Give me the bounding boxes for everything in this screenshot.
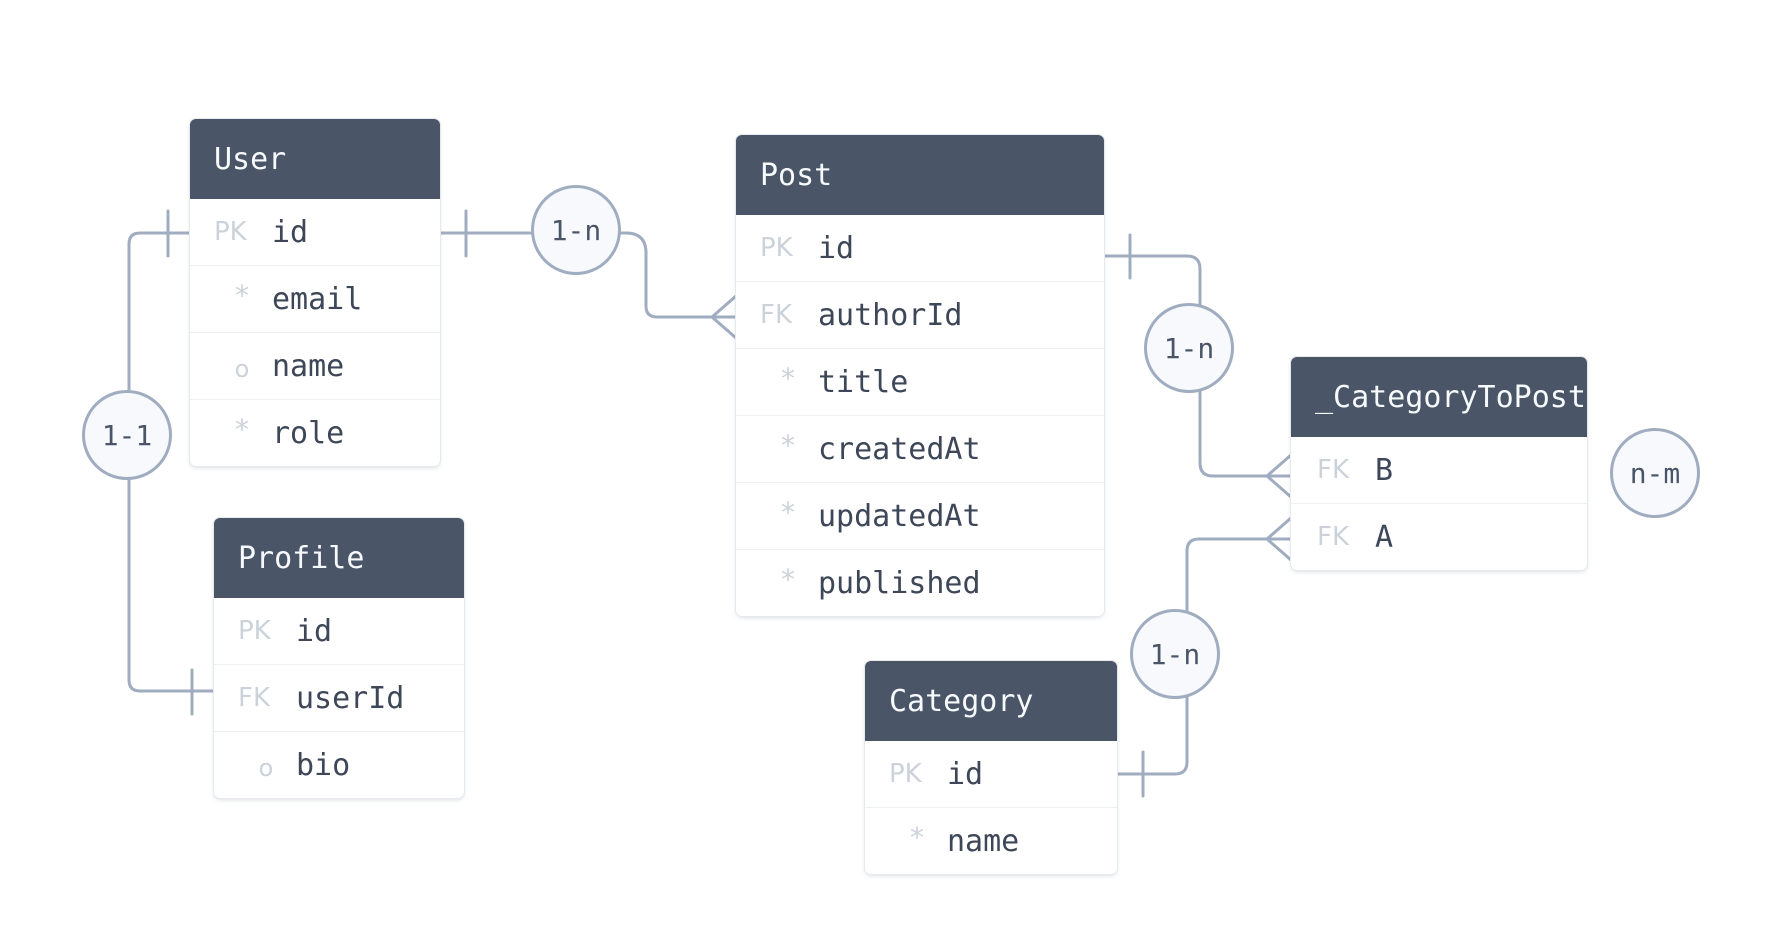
entity-title: _CategoryToPost (1291, 357, 1587, 437)
field-row: * name (865, 808, 1117, 874)
field-row: * createdAt (736, 416, 1104, 483)
entity-title: Post (736, 135, 1104, 215)
primary-key-marker: PK (238, 616, 271, 646)
field-name: id (296, 613, 333, 649)
field-name: updatedAt (818, 498, 981, 534)
field-name: role (272, 415, 345, 451)
field-name: id (818, 230, 855, 266)
many-crowfoot-cat2post-b (1265, 453, 1293, 499)
required-marker: * (781, 562, 795, 596)
field-name: A (1375, 519, 1394, 555)
field-row: * role (190, 400, 440, 466)
foreign-key-marker: FK (238, 683, 271, 713)
field-name: id (947, 756, 984, 792)
field-name: name (272, 348, 345, 384)
line-user-post (438, 231, 738, 319)
foreign-key-marker: FK (760, 300, 793, 330)
entity-title: Profile (214, 518, 464, 598)
many-crowfoot-cat2post-a (1265, 516, 1293, 562)
field-name: title (818, 364, 909, 400)
many-crowfoot-post-author (710, 294, 738, 340)
required-marker: * (235, 278, 249, 312)
entity-post[interactable]: Post PK id FK authorId * title * created… (736, 135, 1104, 616)
field-row: o bio (214, 732, 464, 798)
field-row: * published (736, 550, 1104, 616)
entity-user[interactable]: User PK id * email o name * role (190, 119, 440, 466)
required-marker: * (235, 412, 249, 446)
field-row: FK authorId (736, 282, 1104, 349)
field-row: PK id (190, 199, 440, 266)
required-marker: * (781, 495, 795, 529)
field-name: B (1375, 452, 1394, 488)
relation-badge-user-post[interactable]: 1-n (531, 185, 621, 275)
field-row: * updatedAt (736, 483, 1104, 550)
required-marker: * (781, 361, 795, 395)
entity-title: User (190, 119, 440, 199)
entity-category-to-post[interactable]: _CategoryToPost FK B FK A (1291, 357, 1587, 570)
field-row: FK B (1291, 437, 1587, 504)
optional-marker: o (258, 754, 274, 782)
field-name: userId (296, 680, 405, 716)
foreign-key-marker: FK (1317, 455, 1350, 485)
field-row: * email (190, 266, 440, 333)
field-name: bio (296, 747, 351, 783)
relation-badge-category-category-to-post[interactable]: 1-n (1130, 609, 1220, 699)
primary-key-marker: PK (214, 217, 247, 247)
foreign-key-marker: FK (1317, 522, 1350, 552)
required-marker: * (781, 428, 795, 462)
relation-badge-user-profile[interactable]: 1-1 (82, 390, 172, 480)
entity-profile[interactable]: Profile PK id FK userId o bio (214, 518, 464, 798)
field-name: email (272, 281, 363, 317)
field-name: id (272, 214, 309, 250)
optional-marker: o (234, 355, 250, 383)
field-name: published (818, 565, 981, 601)
field-row: PK id (214, 598, 464, 665)
field-row: FK userId (214, 665, 464, 732)
field-name: authorId (818, 297, 963, 333)
relation-badge-post-category-to-post[interactable]: 1-n (1144, 303, 1234, 393)
field-row: PK id (736, 215, 1104, 282)
field-row: PK id (865, 741, 1117, 808)
required-marker: * (910, 820, 924, 854)
entity-category[interactable]: Category PK id * name (865, 661, 1117, 874)
field-name: createdAt (818, 431, 981, 467)
primary-key-marker: PK (889, 759, 922, 789)
relation-badge-category-post[interactable]: n-m (1610, 428, 1700, 518)
field-row: o name (190, 333, 440, 400)
primary-key-marker: PK (760, 233, 793, 263)
field-row: FK A (1291, 504, 1587, 570)
entity-title: Category (865, 661, 1117, 741)
field-row: * title (736, 349, 1104, 416)
field-name: name (947, 823, 1020, 859)
